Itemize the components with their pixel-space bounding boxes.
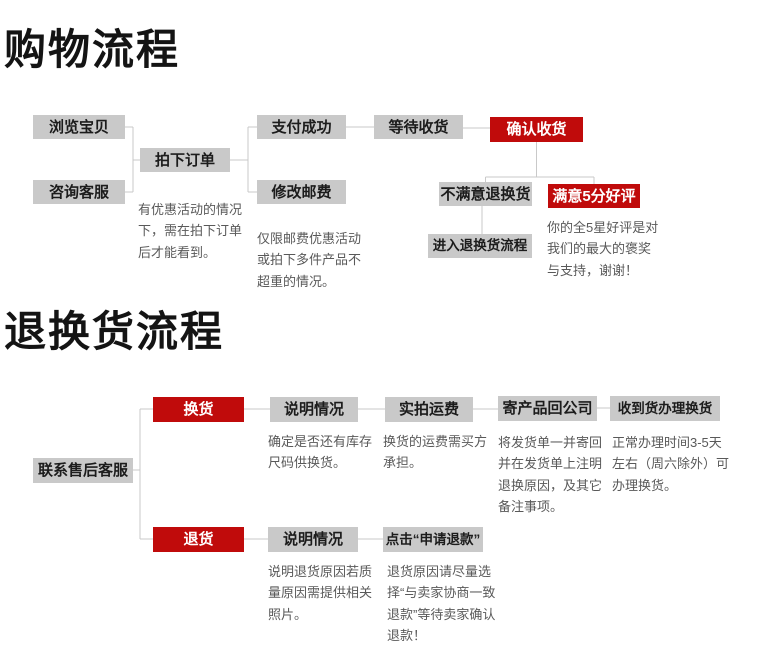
node-confirm: 确认收货 (490, 117, 583, 142)
note-explain-b: 说明退货原因若质量原因需提供相关照片。 (268, 564, 373, 622)
node-browse: 浏览宝贝 (33, 115, 125, 139)
connectors-return (133, 407, 610, 540)
node-pay: 支付成功 (257, 115, 346, 139)
node-postage: 修改邮费 (257, 180, 346, 204)
node-exchange: 换货 (153, 397, 244, 422)
node-refund: 退货 (153, 527, 244, 552)
connectors-shopping (125, 126, 595, 234)
section2-title: 退换货流程 (4, 308, 225, 355)
note-postage: 仅限邮费优惠活动或拍下多件产品不超重的情况。 (257, 231, 362, 289)
node-receive: 收到货办理换货 (610, 396, 720, 421)
node-contact: 联系售后客服 (33, 458, 133, 483)
node-send-back: 寄产品回公司 (498, 396, 597, 421)
note-receive: 正常办理时间3-5天左右（周六除外）可办理换货。 (612, 435, 730, 493)
node-apply-refund: 点击“申请退款” (383, 527, 483, 552)
note-send-back: 将发货单一并寄回并在发货单上注明退换原因，及其它备注事项。 (498, 435, 603, 515)
note-order: 有优惠活动的情况下，需在拍下订单后才能看到。 (138, 202, 243, 260)
node-explain-a: 说明情况 (270, 397, 358, 422)
node-praise: 满意5分好评 (548, 184, 640, 208)
note-freight: 换货的运费需买方承担。 (383, 434, 488, 471)
note-apply-refund: 退货原因请尽量选择“与卖家协商一致退款”等待卖家确认退款！ (387, 564, 496, 644)
node-unsatisfied: 不满意退换货 (439, 182, 532, 206)
note-explain-a: 确定是否还有库存尺码供换货。 (268, 434, 373, 471)
node-order: 拍下订单 (140, 148, 230, 172)
node-explain-b: 说明情况 (268, 527, 358, 552)
node-enter-return: 进入退换货流程 (428, 234, 532, 258)
node-freight: 实拍运费 (385, 397, 473, 422)
node-wait: 等待收货 (374, 115, 463, 139)
note-praise: 你的全5星好评是对我们的最大的褒奖与支持，谢谢！ (547, 220, 659, 278)
section1-title: 购物流程 (4, 26, 181, 73)
node-consult: 咨询客服 (33, 180, 125, 204)
